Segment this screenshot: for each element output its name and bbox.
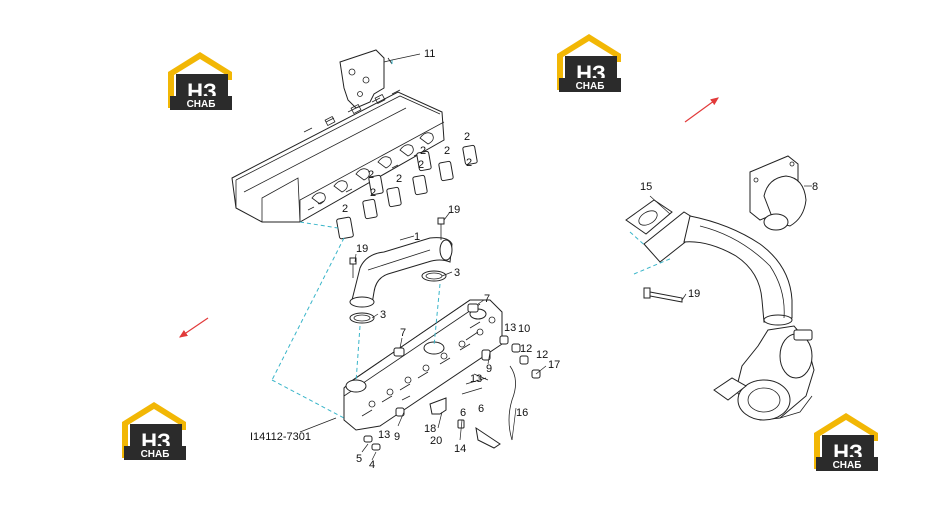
callout-15: 15 — [640, 181, 652, 193]
leader-lines — [299, 53, 812, 461]
callout-18: 18 — [424, 423, 436, 435]
callout-14: 14 — [454, 443, 466, 455]
callout-1: 1 — [414, 231, 420, 243]
callout-19: 19 — [688, 288, 700, 300]
bolt-part — [643, 287, 683, 303]
turbocharger-part — [713, 325, 815, 421]
callout-2: 2 — [444, 145, 450, 157]
callout-11: 11 — [424, 48, 435, 60]
brand-logo: НЗ СНАБ — [122, 402, 186, 460]
callout-17: 17 — [548, 359, 560, 371]
brand-logo: НЗ СНАБ — [168, 52, 232, 110]
bolt-part — [349, 217, 445, 278]
fittings-group — [363, 303, 541, 451]
callout-13: 13 — [504, 322, 516, 334]
direction-arrow — [684, 97, 719, 123]
exhaust-pipe-part — [643, 211, 793, 326]
callout-2: 2 — [396, 173, 402, 185]
callout-13: 13 — [470, 373, 482, 385]
callout-12: 12 — [536, 349, 548, 361]
logo-caption: СНАБ — [141, 449, 170, 460]
callout-13: 13 — [378, 429, 390, 441]
callout-3: 3 — [380, 309, 386, 321]
callout-16: 16 — [516, 407, 528, 419]
flange-gasket-part — [625, 199, 673, 235]
callout-4: 4 — [369, 459, 375, 471]
exhaust-manifold-part — [343, 299, 503, 431]
callout-19: 19 — [356, 243, 368, 255]
callout-9: 9 — [486, 363, 492, 375]
callout-10: 10 — [518, 323, 530, 335]
callout-2: 2 — [342, 203, 348, 215]
part-number-label: I14112-7301 — [250, 431, 311, 443]
brand-logo: НЗ СНАБ — [814, 413, 878, 471]
brand-logo: НЗ СНАБ — [557, 34, 621, 92]
callout-3: 3 — [454, 267, 460, 279]
callout-8: 8 — [812, 181, 818, 193]
bracket-part — [339, 49, 393, 109]
cylinder-head-part — [231, 89, 445, 223]
callout-19: 19 — [448, 204, 460, 216]
callout-7: 7 — [400, 327, 406, 339]
callout-2: 2 — [464, 131, 470, 143]
outlet-elbow-part — [749, 155, 807, 231]
callout-6: 6 — [478, 403, 484, 415]
logo-caption: СНАБ — [833, 460, 862, 471]
callout-7: 7 — [484, 293, 490, 305]
callout-2: 2 — [420, 145, 426, 157]
direction-arrow — [179, 317, 209, 338]
callout-9: 9 — [394, 431, 400, 443]
logo-caption: СНАБ — [187, 99, 216, 110]
callout-12: 12 — [520, 343, 532, 355]
callout-2: 2 — [370, 187, 376, 199]
gasket-set — [336, 144, 478, 240]
callout-2: 2 — [466, 157, 472, 169]
callout-labels: 11 2 2 2 2 2 2 2 2 2 19 1 19 3 3 7 7 13 … — [250, 48, 818, 471]
callout-20: 20 — [430, 435, 442, 447]
elbow-pipe-part — [349, 237, 453, 308]
callout-2: 2 — [418, 159, 424, 171]
callout-2: 2 — [368, 169, 374, 181]
callout-6: 6 — [460, 407, 466, 419]
logo-caption: СНАБ — [576, 81, 605, 92]
callout-5: 5 — [356, 453, 362, 465]
